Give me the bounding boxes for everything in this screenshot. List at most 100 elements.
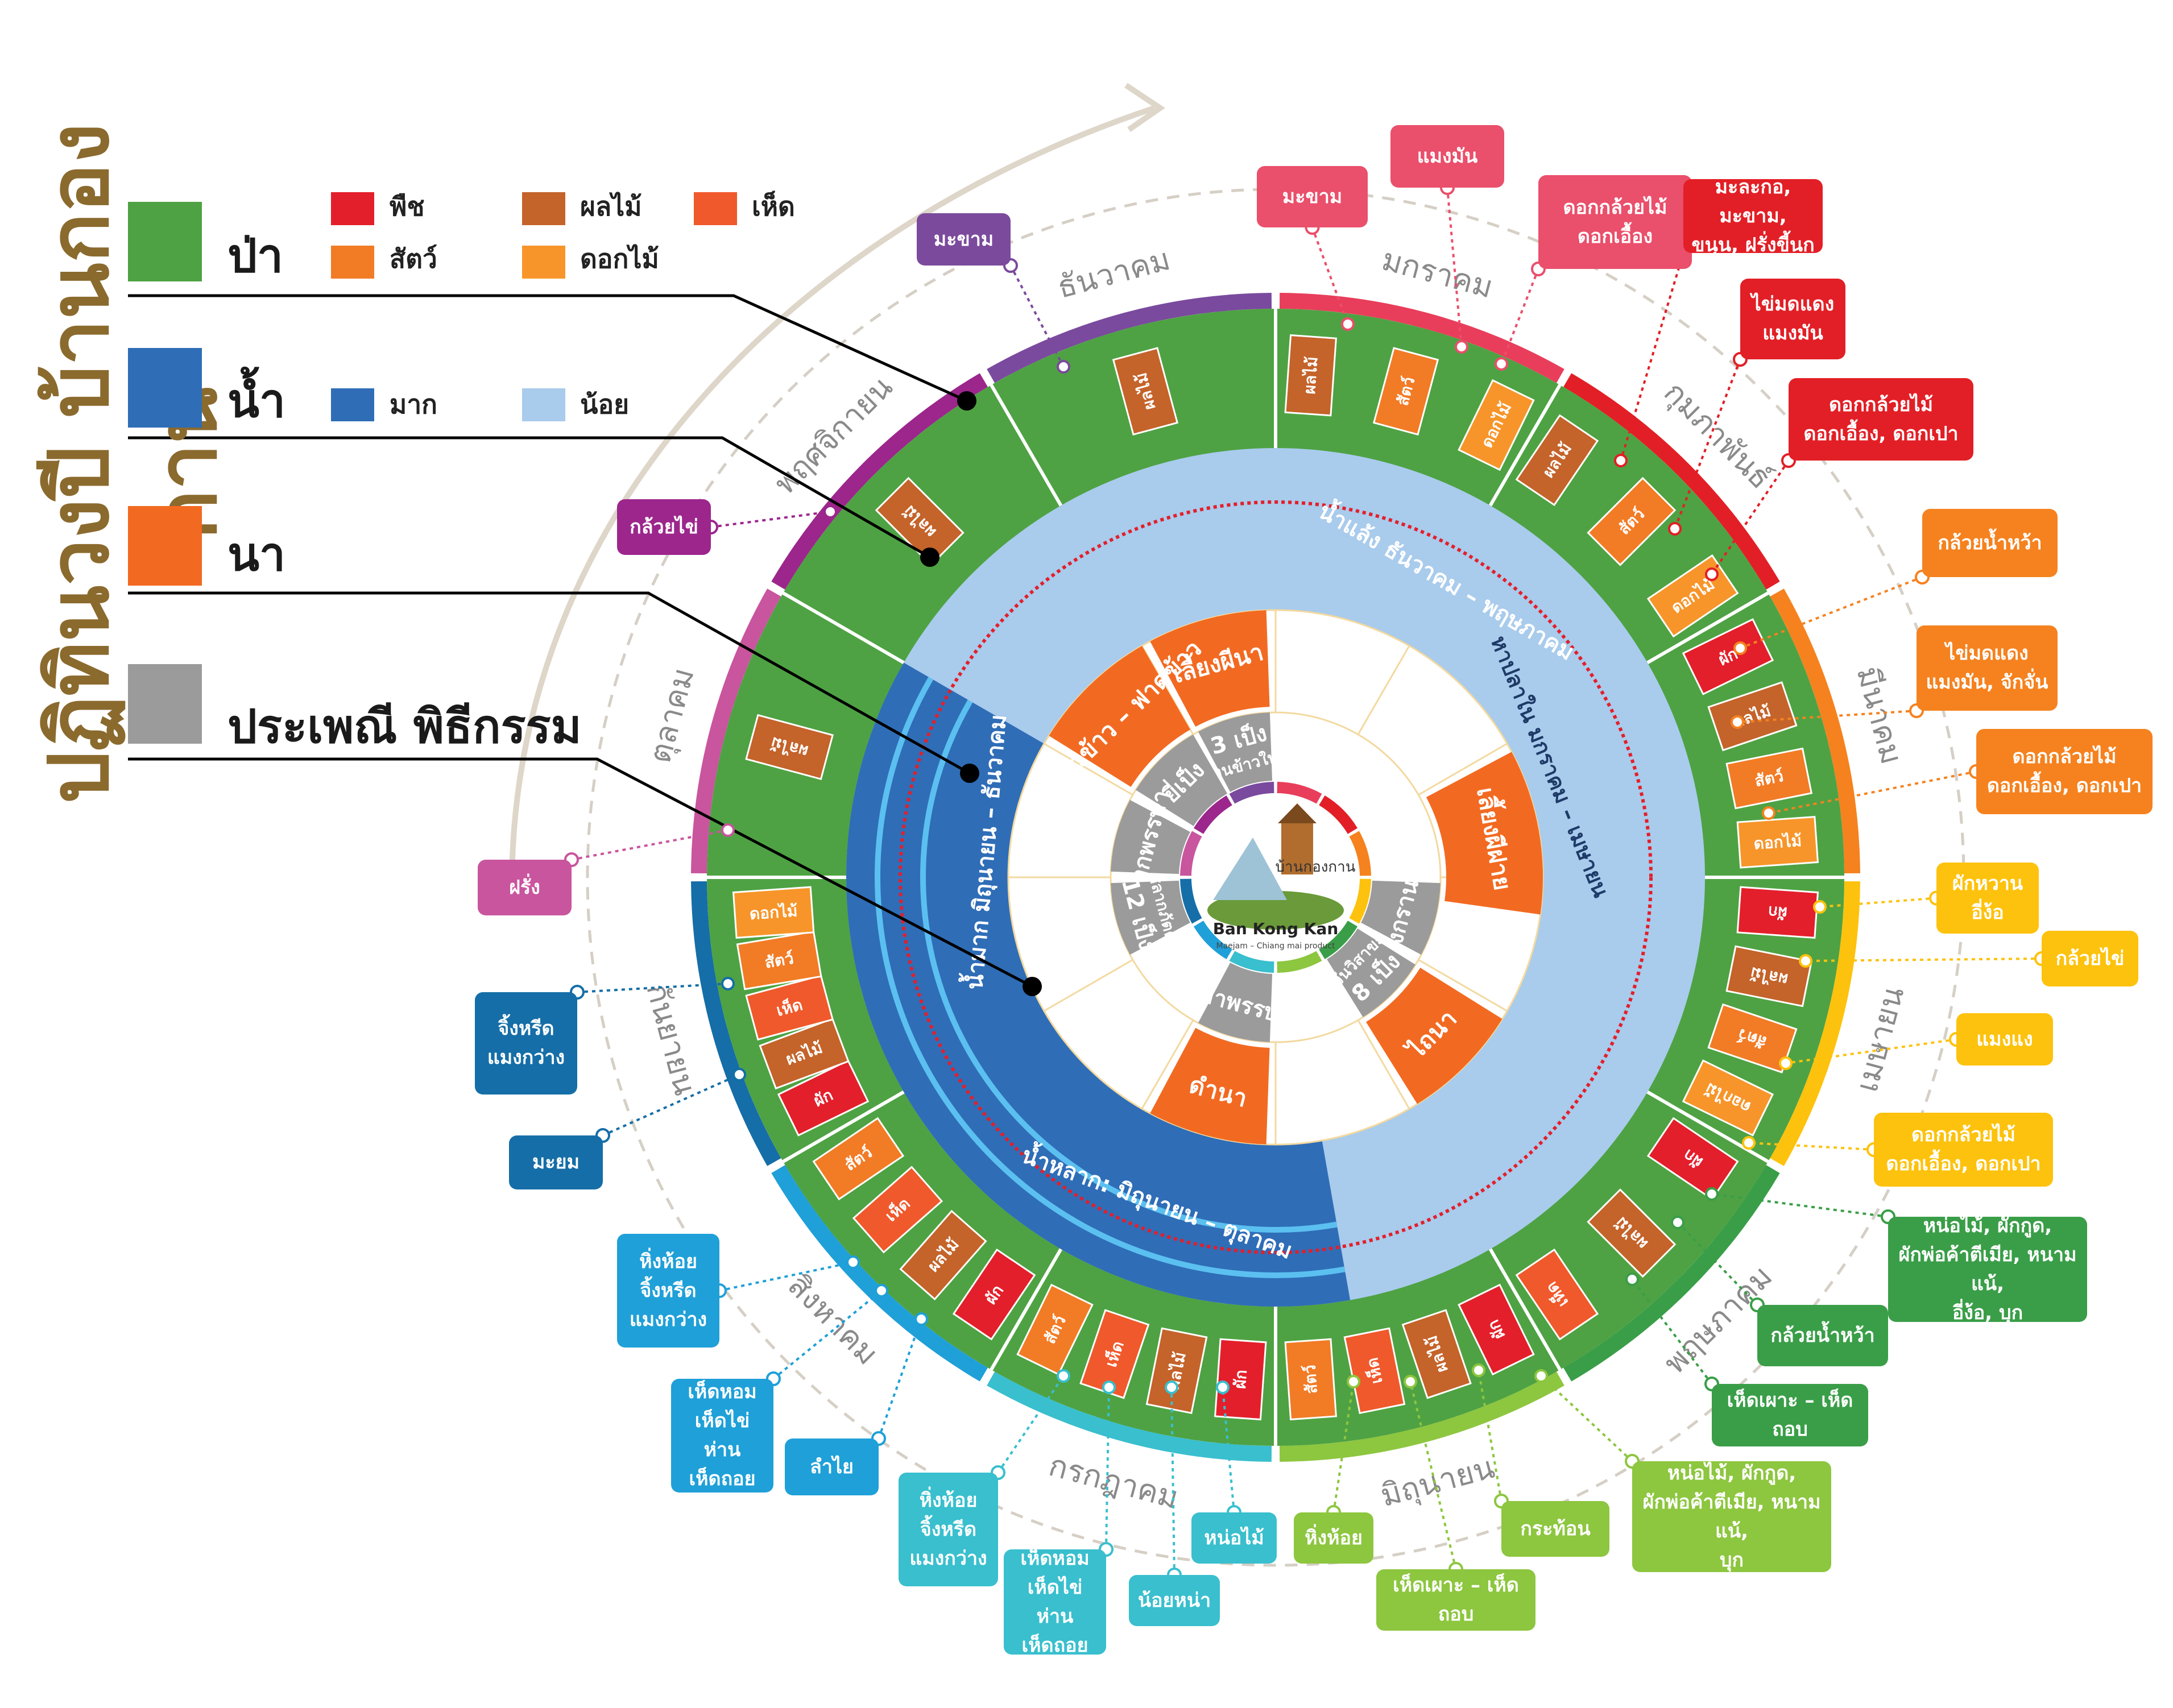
month-label: มีนาคม	[1850, 663, 1910, 768]
forest-tag-box	[1515, 414, 1599, 507]
inner-month-band	[1277, 951, 1322, 973]
inner-month-band	[1319, 795, 1358, 834]
field-activity-band	[1150, 610, 1270, 727]
callout-target-dot	[1731, 715, 1744, 729]
legend-forest-label: ป่า	[227, 229, 284, 283]
legend-fruit-label: ผลไม้	[580, 191, 642, 222]
callout-leader-line	[1768, 770, 1977, 814]
forest-tag-label: ผัก	[1231, 1369, 1251, 1390]
center-field-graphic	[1207, 891, 1344, 930]
forest-tag-label: ดอกไม้	[749, 901, 798, 923]
forest-tag: ผัก	[1458, 1283, 1535, 1376]
callout-leader-line	[1737, 710, 1917, 723]
callout-target-dot	[1347, 1375, 1360, 1388]
legend-pointer-line	[128, 436, 931, 559]
callout-target-dot	[914, 1312, 928, 1326]
callout-box: จิ้งหรีด แมงกว่าง	[475, 992, 577, 1095]
center-village-name: บ้านกองกาน	[1275, 859, 1355, 876]
month-arc-band	[987, 1371, 1272, 1462]
legend-water-high-label: มาก	[390, 389, 438, 420]
callout-box: กล้วยไข่	[2042, 931, 2138, 986]
forest-tag: ผลไม้	[745, 714, 834, 781]
forest-tag-box	[1401, 1309, 1472, 1399]
month-arc-band	[1563, 373, 1780, 590]
legend-pointer-line	[128, 757, 1033, 988]
month-arc-band	[1770, 588, 1860, 874]
legend-pointer-dot	[920, 548, 939, 567]
callout-box: แมงแง	[1956, 1013, 2053, 1066]
callout-leader-line	[1674, 359, 1741, 529]
tradition-band	[1136, 734, 1227, 826]
field-activity-band	[1426, 752, 1543, 915]
callout-target-dot	[1762, 806, 1775, 820]
callout-target-dot	[1057, 360, 1070, 374]
inner-month-band	[1229, 951, 1274, 973]
forest-tag-box	[1736, 816, 1819, 869]
callout-leader-line	[602, 1073, 740, 1137]
callout-box: ดอกกล้วยไม้ ดอกเอื้อง, ดอกเปา	[1789, 378, 1973, 461]
month-arc-band	[691, 588, 781, 874]
callout-box: มะขาม	[1257, 166, 1368, 227]
forest-tag-box	[1682, 1059, 1774, 1137]
forest-tag: ผลไม้	[1401, 1309, 1472, 1399]
callout-leader-line	[577, 982, 729, 993]
callout-box: มะละกอ, มะขาม, ขนุน, ฝรั่งขี้นก	[1683, 176, 1823, 256]
tradition-band	[1111, 880, 1190, 955]
callout-target-dot	[1472, 1363, 1485, 1377]
callout-target-dot	[875, 1284, 888, 1297]
legend-animal-label: สัตว์	[390, 243, 437, 274]
forest-tag-box	[1284, 334, 1337, 417]
forest-tag: ผลไม้	[759, 1017, 850, 1090]
forest-tag: ดอกไม้	[1682, 1059, 1774, 1137]
callout-box: หน่อไม้	[1191, 1512, 1277, 1564]
center-temple-graphic	[1281, 823, 1313, 874]
callout-box: มะขาม	[917, 213, 1011, 266]
forest-tag: เห็ด	[1515, 1248, 1599, 1341]
callout-box: มะยม	[509, 1135, 603, 1189]
forest-tag: สัตว์	[1707, 1003, 1798, 1073]
forest-tag-box	[852, 1166, 943, 1254]
forest-tag: ดอกไม้	[732, 886, 815, 939]
legend-water-high-swatch	[331, 388, 374, 421]
forest-tag-box	[1707, 1003, 1798, 1073]
callout-leader-line	[878, 1319, 922, 1439]
month-label: มิถุนายน	[1377, 1449, 1499, 1515]
forest-tag-box	[1515, 1248, 1599, 1341]
callout-box: ผักหวาน อี่ง้อ	[1936, 863, 2039, 934]
legend-plant-label: พืช	[390, 191, 425, 222]
callout-target-dot	[1733, 641, 1747, 655]
callout-leader-line	[1105, 1387, 1110, 1550]
forest-tag-box	[732, 886, 815, 939]
forest-tag: ผลไม้	[1112, 347, 1179, 436]
callout-box: ไข่มดแดง แมงมัน	[1740, 279, 1845, 359]
field-divider	[1141, 1019, 1194, 1109]
water-high-band	[846, 662, 1351, 1307]
callout-target-dot	[721, 823, 735, 837]
forest-tag: เห็ด	[852, 1166, 943, 1254]
forest-tag-label: ผัก	[1768, 902, 1788, 922]
field-divider	[1418, 959, 1508, 1012]
field-divider	[1357, 1019, 1410, 1109]
inner-month-band	[1193, 795, 1232, 834]
forest-tag: สัตว์	[1587, 476, 1677, 566]
callout-box: กล้วยน้ำหว้า	[1757, 1305, 1888, 1366]
month-label: กันยายน	[639, 980, 703, 1099]
forest-tag-box	[1725, 945, 1813, 1008]
forest-tag: สัตว์	[1372, 347, 1439, 436]
forest-divider	[1488, 384, 1562, 507]
legend-mushroom-swatch	[694, 192, 737, 225]
inner-month-band	[1349, 831, 1371, 876]
forest-tag-box	[1707, 681, 1798, 752]
forest-divider	[1488, 1248, 1562, 1371]
forest-tag-box	[745, 974, 834, 1041]
flood-line	[920, 699, 1338, 1233]
forest-tag-label: ผลไม้	[1300, 356, 1322, 395]
callout-leaders	[564, 180, 2049, 1582]
forest-tag: ผัก	[1214, 1338, 1267, 1421]
callout-box: หิ่งห้อย จิ้งหรีด แมงกว่าง	[899, 1473, 998, 1586]
forest-tag: ผัก	[777, 1059, 870, 1137]
legend-pointer-dot	[960, 764, 979, 783]
legend-field-label: นา	[227, 528, 286, 582]
